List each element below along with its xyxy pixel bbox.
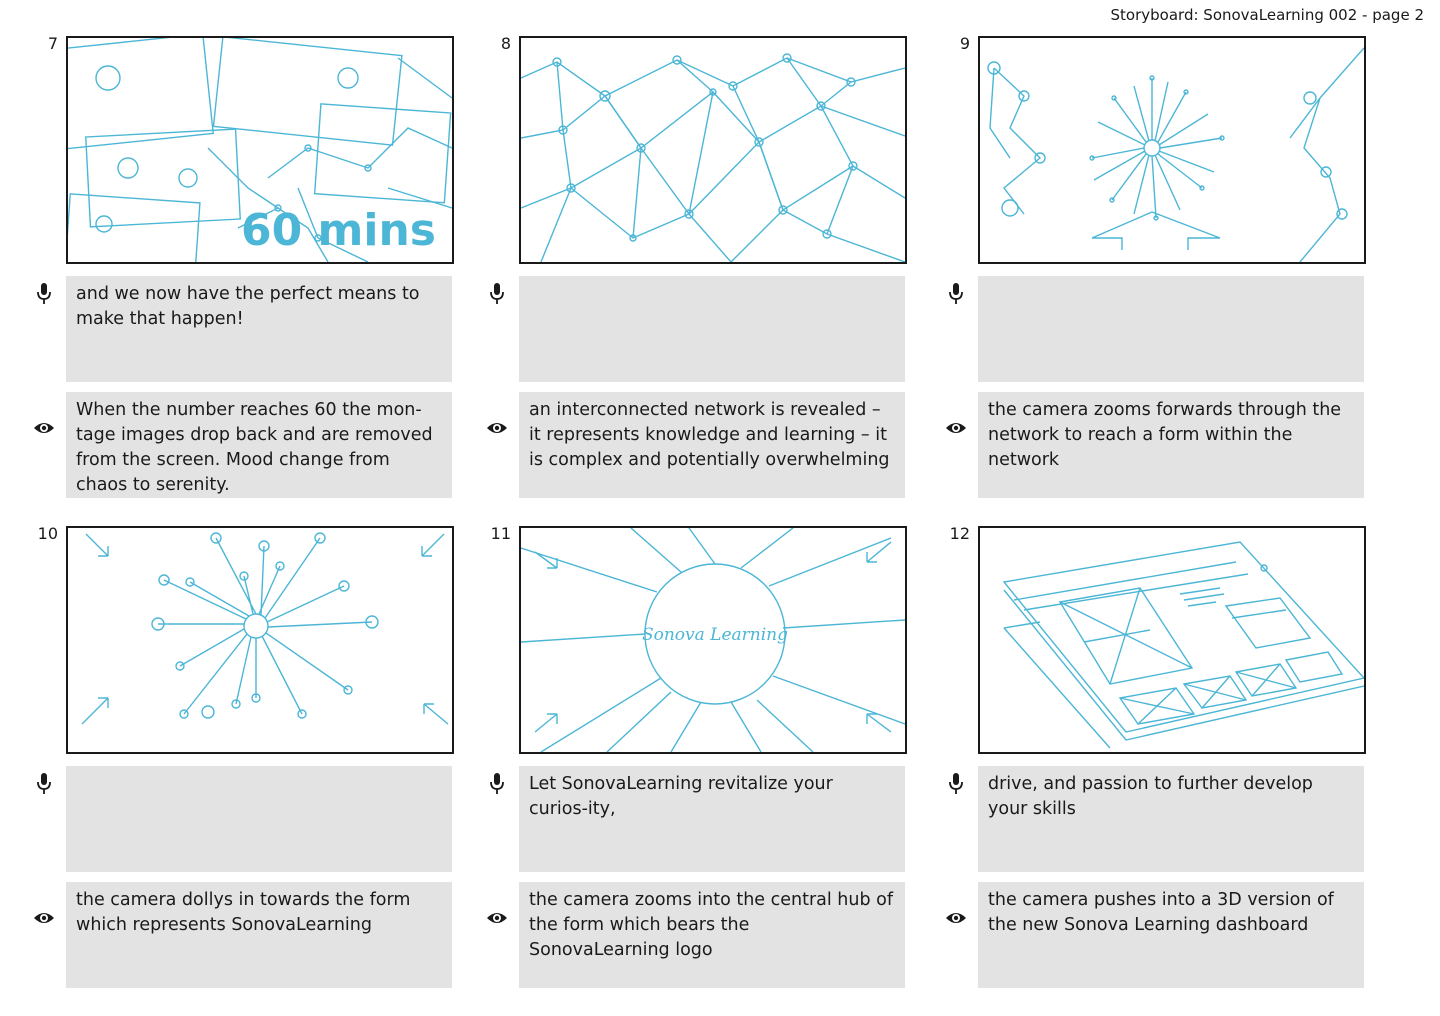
visual-text: the camera pushes into a 3D version of t… (988, 890, 1334, 935)
visual-text: When the number reaches 60 the mon-tage … (76, 400, 433, 495)
microphone-icon (944, 282, 968, 306)
panel-number: 10 (37, 524, 58, 543)
network-sketch (521, 53, 905, 262)
visual-text: the camera zooms into the central hub of… (529, 890, 894, 960)
visual-text: the camera dollys in towards the form wh… (76, 890, 411, 935)
microphone-icon (485, 772, 509, 796)
microphone-icon (32, 772, 56, 796)
frame-form-in-network (978, 36, 1366, 264)
frame-montage: 60 mins (66, 36, 454, 264)
voice-row (490, 276, 905, 382)
montage-sketch (68, 38, 452, 262)
voice-row: and we now have the perfect means to mak… (37, 276, 452, 382)
panel-number: 8 (500, 34, 511, 53)
sixty-minutes-label: 60 mins (241, 205, 436, 256)
eye-icon (485, 416, 509, 440)
eye-icon (485, 906, 509, 930)
frame-3d-dashboard (978, 526, 1366, 754)
voice-row: drive, and passion to further develop yo… (949, 766, 1364, 872)
voice-text (978, 276, 1364, 288)
hub-sketch: Sonova Learning (521, 528, 905, 752)
panel-number: 11 (490, 524, 511, 543)
dashboard-sketch (1002, 541, 1364, 749)
form-sketch (987, 47, 1364, 262)
eye-icon (944, 416, 968, 440)
microphone-icon (944, 772, 968, 796)
visual-row: When the number reaches 60 the mon-tage … (34, 392, 452, 498)
visual-row: the camera dollys in towards the form wh… (34, 882, 452, 988)
voice-text: drive, and passion to further develop yo… (988, 774, 1313, 819)
microphone-icon (485, 282, 509, 306)
visual-row: the camera zooms forwards through the ne… (946, 392, 1364, 498)
panel-number: 12 (949, 524, 970, 543)
visual-row: the camera zooms into the central hub of… (487, 882, 905, 988)
visual-text: the camera zooms forwards through the ne… (988, 400, 1342, 470)
sonova-learning-logo: Sonova Learning (642, 625, 788, 645)
voice-text: and we now have the perfect means to mak… (76, 284, 420, 329)
visual-row: the camera pushes into a 3D version of t… (946, 882, 1364, 988)
eye-icon (944, 906, 968, 930)
visual-row: an interconnected network is revealed – … (487, 392, 905, 498)
page-title: Storyboard: SonovaLearning 002 - page 2 (1110, 6, 1424, 24)
voice-row: Let SonovaLearning revitalize your curio… (490, 766, 905, 872)
frame-central-hub: Sonova Learning (519, 526, 907, 754)
frame-network (519, 36, 907, 264)
eye-icon (32, 906, 56, 930)
visual-text: an interconnected network is revealed – … (529, 400, 890, 470)
dolly-sketch (81, 532, 449, 725)
voice-text (66, 766, 452, 778)
voice-text: Let SonovaLearning revitalize your curio… (529, 774, 833, 819)
panel-number: 9 (959, 34, 970, 53)
microphone-icon (32, 282, 56, 306)
panel-number: 7 (47, 34, 58, 53)
voice-row (37, 766, 452, 872)
voice-text (519, 276, 905, 288)
frame-dolly-form (66, 526, 454, 754)
eye-icon (32, 416, 56, 440)
voice-row (949, 276, 1364, 382)
